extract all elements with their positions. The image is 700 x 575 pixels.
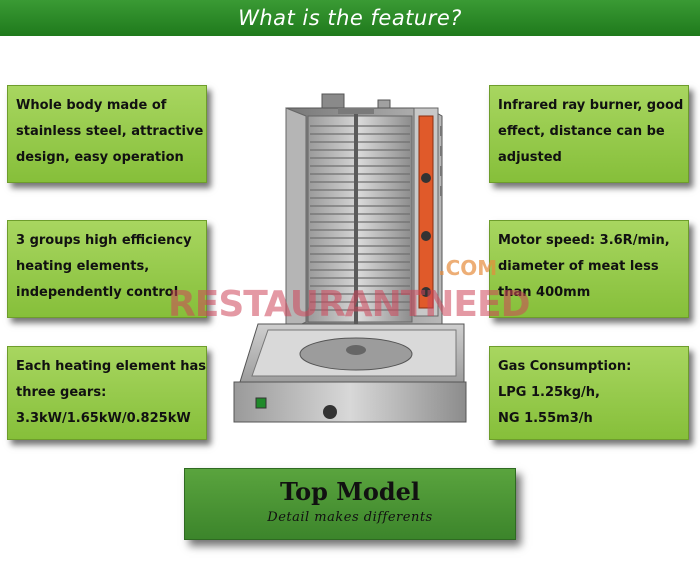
top-model-subtitle: Detail makes differents (267, 510, 433, 525)
feature-line: Gas Consumption: (498, 359, 632, 374)
feature-line: independently control (16, 285, 179, 300)
feature-line: effect, distance can be (498, 124, 665, 139)
feature-line: Whole body made of (16, 98, 167, 113)
feature-line: design, easy operation (16, 150, 184, 165)
watermark-suffix: .COM (438, 256, 498, 280)
feature-line: NG 1.55m3/h (498, 411, 593, 426)
feature-line: Each heating element has (16, 359, 206, 374)
feature-box-body: Whole body made of stainless steel, attr… (7, 85, 207, 183)
feature-box-heating: 3 groups high efficiency heating element… (7, 220, 207, 318)
watermark-brand: RESTAURANTNEED (168, 284, 530, 325)
feature-box-gears: Each heating element has three gears: 3.… (7, 346, 207, 440)
feature-line: Infrared ray burner, good (498, 98, 684, 113)
top-model-title: Top Model (280, 477, 420, 506)
feature-line: 3 groups high efficiency (16, 233, 192, 248)
feature-box-motor: Motor speed: 3.6R/min, diameter of meat … (489, 220, 689, 318)
feature-line: stainless steel, attractive (16, 124, 204, 139)
feature-line: than 400mm (498, 285, 591, 300)
feature-line: LPG 1.25kg/h, (498, 385, 600, 400)
feature-box-gas: Gas Consumption: LPG 1.25kg/h, NG 1.55m3… (489, 346, 689, 440)
feature-box-burner: Infrared ray burner, good effect, distan… (489, 85, 689, 183)
feature-line: three gears: (16, 385, 107, 400)
top-model-badge: Top Model Detail makes differents (184, 468, 516, 540)
feature-line: diameter of meat less (498, 259, 659, 274)
shawarma-machine-image (233, 93, 467, 423)
feature-line: heating elements, (16, 259, 150, 274)
feature-line: Motor speed: 3.6R/min, (498, 233, 670, 248)
banner-title: What is the feature? (238, 6, 462, 30)
feature-line: adjusted (498, 150, 562, 165)
title-banner: What is the feature? (0, 0, 700, 36)
feature-line: 3.3kW/1.65kW/0.825kW (16, 411, 191, 426)
